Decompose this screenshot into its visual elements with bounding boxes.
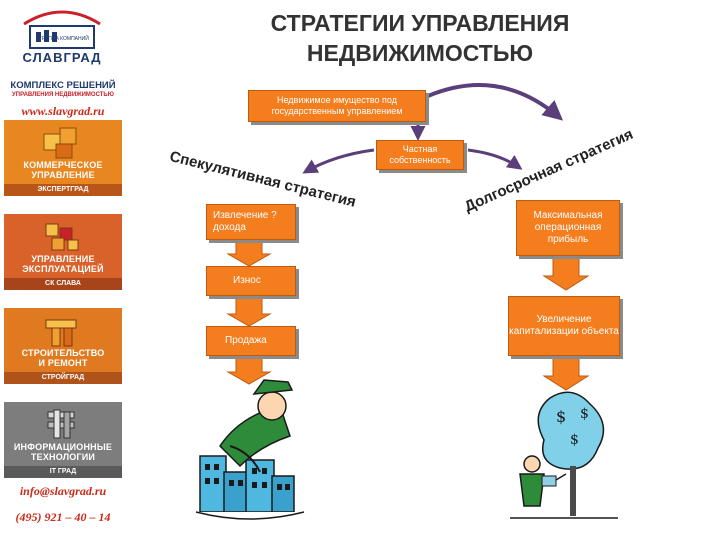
tile-label-1: УПРАВЛЕНИЕ [31,254,95,264]
left-step-income: Извлечение ? дохода [206,204,296,240]
arrow-to-speculative [302,148,375,174]
title-line-2: НЕДВИЖИМОСТЬЮ [306,40,534,66]
sidebar: ГРУППА КОМПАНИЙ СЛАВГРАД КОМПЛЕКС РЕШЕНИ… [0,0,126,540]
tile-label-2: И РЕМОНТ [38,358,88,368]
state-property-box: Недвижимое имущество под государственным… [248,90,426,122]
tile-sub: ЭКСПЕРТГРАД [4,184,122,196]
tile-construction-repair[interactable]: СТРОИТЕЛЬСТВО И РЕМОНТ СТРОЙГРАД [4,308,122,384]
logo-top-text: ГРУППА КОМПАНИЙ [39,36,89,42]
site-link[interactable]: www.slavgrad.ru [21,104,105,118]
left-step-wear: Износ [206,266,296,296]
tile-information-technology[interactable]: ИНФОРМАЦИОННЫЕ ТЕХНОЛОГИИ IT ГРАД [4,402,122,478]
dollar-sign-icon: $ [556,407,566,426]
dollar-sign-icon: $ [570,432,579,448]
left-step-sale: Продажа [206,326,296,356]
tile-sub: СК СЛАВА [4,278,122,290]
tile-label-1: СТРОИТЕЛЬСТВО [21,348,105,358]
dollar-sign-icon: $ [580,406,589,422]
tile-background [4,214,122,290]
tile-label-2: ЭКСПЛУАТАЦИЕЙ [22,264,104,274]
page-title: СТРАТЕГИИ УПРАВЛЕНИЯ НЕДВИЖИМОСТЬЮ [200,8,640,68]
right-step-capitalization: Увеличение капитализации объекта [508,296,620,356]
arc-arrow-right [427,83,564,121]
tile-operations-management[interactable]: УПРАВЛЕНИЕ ЭКСПЛУАТАЦИЕЙ СК СЛАВА [4,214,122,290]
tile-sub: IT ГРАД [4,466,122,478]
logo-name: СЛАВГРАД [22,50,102,65]
tile-sub: СТРОЙГРАД [4,372,122,384]
email-link[interactable]: info@slavgrad.ru [19,484,107,498]
phone-number: (495) 921 – 40 – 14 [15,510,111,524]
blocks-icon [43,127,77,159]
left-step-arrows [226,239,272,385]
tile-label-2: ТЕХНОЛОГИИ [30,452,96,462]
knot-icon [47,409,75,439]
tile-label-2: УПРАВЛЕНИЕ [31,170,95,180]
puzzle-icon [45,319,77,347]
brand-line-1: КОМПЛЕКС РЕШЕНИЙ [10,80,116,91]
brand-line-2: УПРАВЛЕНИЯ НЕДВИЖИМОСТЬЮ [12,92,114,98]
arrow-to-longterm [467,148,523,170]
right-step-arrows [542,257,590,391]
right-step-max-profit: Максимальная операционная прибыль [516,200,620,256]
cubes-icon [45,223,79,251]
money-tree-illustration: $ $ $ [510,391,618,519]
logo-emblem [23,10,101,49]
private-property-box: Частная собственность [376,140,464,170]
man-with-buildings-illustration [195,379,305,520]
title-line-1: СТРАТЕГИИ УПРАВЛЕНИЯ [270,10,570,36]
tile-label-1: КОММЕРЧЕСКОЕ [23,160,103,170]
tile-label-1: ИНФОРМАЦИОННЫЕ [13,442,113,452]
tile-commercial-management[interactable]: КОММЕРЧЕСКОЕ УПРАВЛЕНИЕ ЭКСПЕРТГРАД [4,120,122,196]
slavgrad-logo[interactable]: ГРУППА КОМПАНИЙ СЛАВГРАД [10,6,114,68]
